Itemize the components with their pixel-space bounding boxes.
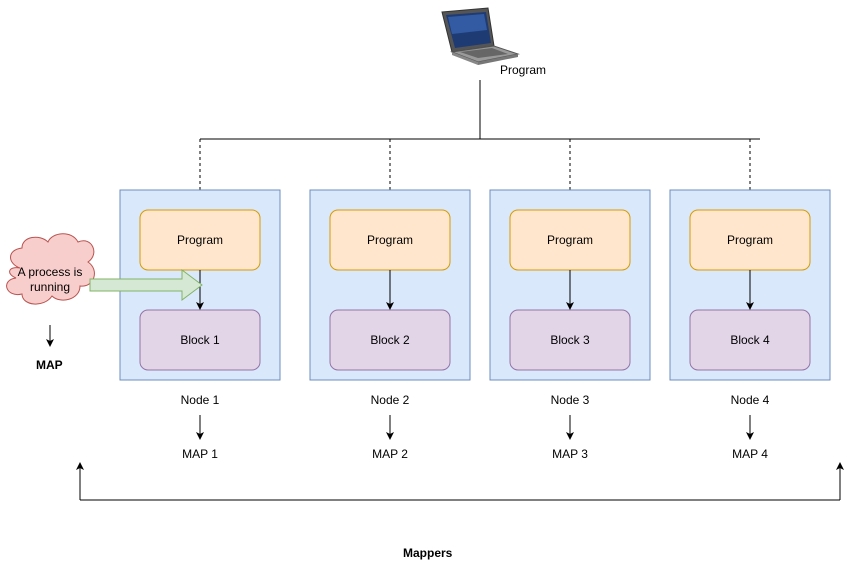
mappers-bracket <box>76 462 844 501</box>
node-1-block-label: Block 1 <box>180 333 220 347</box>
node-2-program-label: Program <box>366 233 413 247</box>
node-2-map-label: MAP 2 <box>372 447 408 461</box>
cloud-text: A process is running <box>17 265 83 294</box>
node-4-program-label: Program <box>726 233 773 247</box>
node-1-map-label: MAP 1 <box>182 447 218 461</box>
node-1-program-label: Program <box>176 233 223 247</box>
process-cloud <box>6 233 95 305</box>
laptop-icon <box>441 7 520 65</box>
node-1-block-box <box>139 309 261 371</box>
node-2-block-box <box>329 309 451 371</box>
connector-tree <box>200 80 760 140</box>
node-4-map-label: MAP 4 <box>732 447 768 461</box>
process-arrow <box>89 269 203 301</box>
node-2-name: Node 2 <box>370 393 410 407</box>
node-2-block-label: Block 2 <box>370 333 410 347</box>
mappers-label: Mappers <box>403 546 453 560</box>
node-3-program-label: Program <box>546 233 593 247</box>
node-3-block-box <box>509 309 631 371</box>
node-4-block-label: Block 4 <box>730 333 770 347</box>
node-4-block-box <box>689 309 811 371</box>
node-3-block-label: Block 3 <box>550 333 590 347</box>
cloud-map-label: MAP <box>36 358 63 372</box>
node-3-name: Node 3 <box>550 393 590 407</box>
node-3-map-label: MAP 3 <box>552 447 588 461</box>
node-4-name: Node 4 <box>730 393 770 407</box>
node-1-name: Node 1 <box>180 393 220 407</box>
top-program-label: Program <box>500 63 547 77</box>
